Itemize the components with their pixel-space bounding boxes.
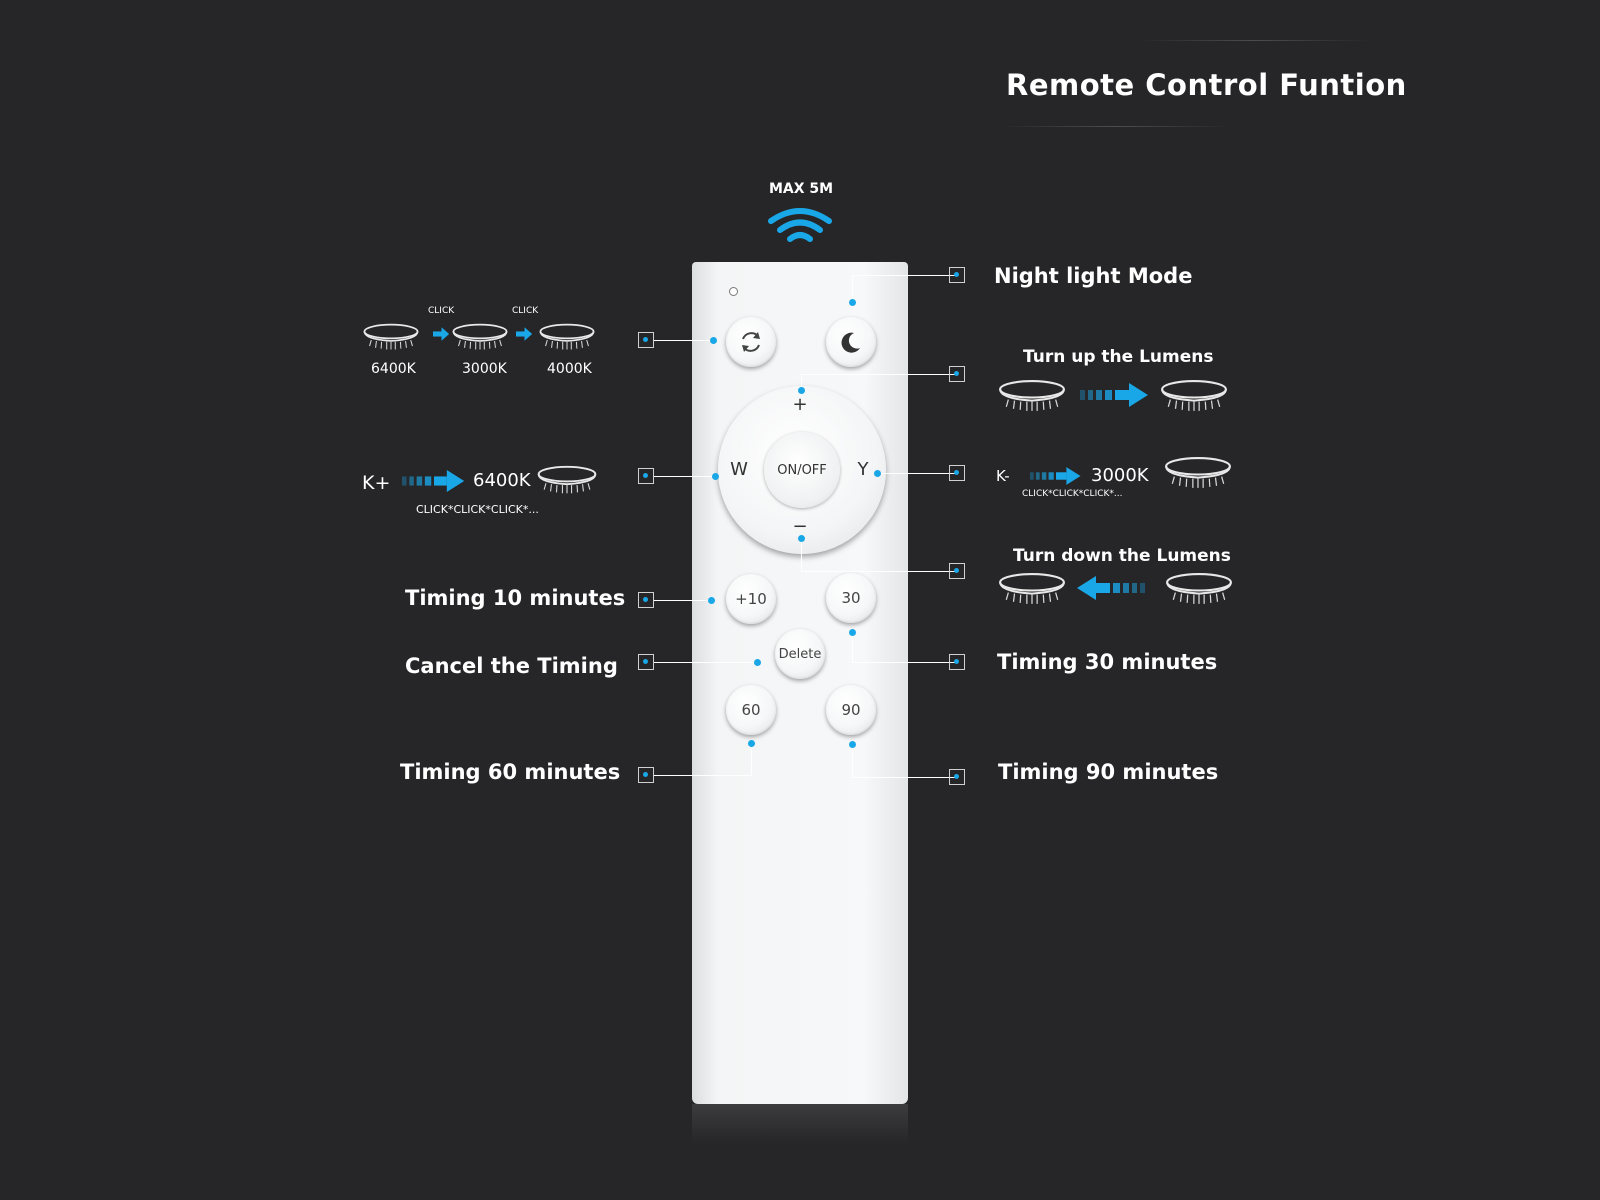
callout-marker xyxy=(638,767,654,783)
label-turn-down: Turn down the Lumens xyxy=(1013,546,1231,566)
label-timing-30: Timing 30 minutes xyxy=(997,650,1218,674)
callout-line xyxy=(654,775,752,776)
night-light-button[interactable] xyxy=(826,317,876,367)
callout-line xyxy=(654,662,758,663)
callout-dot xyxy=(708,597,715,604)
label-night-light: Night light Mode xyxy=(994,264,1193,288)
click-label: CLICK xyxy=(512,306,539,316)
callout-marker xyxy=(949,654,965,670)
label-timing-90: Timing 90 minutes xyxy=(998,760,1219,784)
label-turn-up: Turn up the Lumens xyxy=(1023,347,1214,367)
callout-marker xyxy=(638,654,654,670)
indicator-led xyxy=(729,287,738,296)
callout-line xyxy=(852,777,957,778)
k-minus-label: K- xyxy=(996,467,1010,485)
k-plus-clicks: CLICK*CLICK*CLICK*... xyxy=(416,503,539,516)
callout-marker xyxy=(949,465,965,481)
callout-marker xyxy=(949,769,965,785)
callout-dot xyxy=(712,473,719,480)
temp-label: 6400K xyxy=(371,361,416,377)
callout-marker xyxy=(949,563,965,579)
decorative-line xyxy=(1000,126,1230,127)
callout-dot xyxy=(798,387,805,394)
callout-line xyxy=(654,476,716,477)
arrow-right-icon xyxy=(516,327,533,341)
arrow-right-icon xyxy=(1080,382,1150,408)
callout-dot xyxy=(798,535,805,542)
ceiling-lamp-icon xyxy=(996,571,1068,608)
ceiling-lamp-icon xyxy=(1158,378,1230,415)
range-label: MAX 5M xyxy=(768,181,834,197)
ceiling-lamp-icon xyxy=(996,378,1068,415)
ceiling-lamp-icon xyxy=(1162,455,1234,492)
callout-line xyxy=(852,275,853,301)
remote-shadow xyxy=(692,1104,908,1144)
ceiling-lamp-icon xyxy=(450,322,510,353)
cycle-icon xyxy=(742,332,760,352)
ceiling-lamp-icon xyxy=(537,322,597,353)
arrow-right-icon xyxy=(402,469,466,493)
arrow-right-icon xyxy=(433,327,450,341)
k-minus-temp: 3000K xyxy=(1091,465,1149,486)
plus-button[interactable]: + xyxy=(792,394,808,415)
k-plus-label: K+ xyxy=(362,472,391,494)
temp-label: 3000K xyxy=(462,361,507,377)
callout-line xyxy=(654,340,714,341)
callout-line xyxy=(751,744,752,776)
timer-60-button[interactable]: 60 xyxy=(726,685,776,735)
ceiling-lamp-icon xyxy=(1163,571,1235,608)
callout-dot xyxy=(748,740,755,747)
callout-dot xyxy=(754,659,761,666)
click-label: CLICK xyxy=(428,306,455,316)
callout-line xyxy=(801,374,802,390)
cycle-button[interactable] xyxy=(726,317,776,367)
callout-line xyxy=(852,662,957,663)
callout-line xyxy=(801,374,957,375)
callout-marker xyxy=(949,267,965,283)
wifi-icon xyxy=(768,208,832,242)
arrow-left-icon xyxy=(1075,575,1145,601)
callout-line xyxy=(654,600,712,601)
k-plus-temp: 6400K xyxy=(473,470,531,491)
page-title: Remote Control Funtion xyxy=(1006,68,1407,102)
temp-label: 4000K xyxy=(547,361,592,377)
callout-dot xyxy=(849,299,856,306)
callout-marker xyxy=(638,592,654,608)
callout-marker xyxy=(638,468,654,484)
callout-line xyxy=(801,538,802,572)
on-off-button[interactable]: ON/OFF xyxy=(764,432,840,508)
timer-10-button[interactable]: +10 xyxy=(726,574,776,624)
warm-w-button[interactable]: W xyxy=(730,459,748,480)
callout-marker xyxy=(638,332,654,348)
callout-dot xyxy=(849,741,856,748)
callout-line xyxy=(878,473,957,474)
delete-button[interactable]: Delete xyxy=(775,629,825,679)
label-timing-60: Timing 60 minutes xyxy=(400,760,621,784)
callout-line xyxy=(852,745,853,778)
label-cancel-timing: Cancel the Timing xyxy=(405,654,618,678)
decorative-line xyxy=(1140,40,1370,41)
ceiling-lamp-icon xyxy=(535,464,599,497)
timer-30-button[interactable]: 30 xyxy=(826,573,876,623)
moon-icon xyxy=(841,332,860,353)
k-minus-clicks: CLICK*CLICK*CLICK*... xyxy=(1022,489,1123,499)
cool-y-button[interactable]: Y xyxy=(857,459,869,480)
callout-line xyxy=(801,571,957,572)
callout-line xyxy=(852,633,853,663)
callout-dot xyxy=(710,337,717,344)
callout-line xyxy=(852,275,957,276)
label-timing-10: Timing 10 minutes xyxy=(405,586,626,610)
arrow-right-icon xyxy=(1030,466,1082,486)
callout-dot xyxy=(849,629,856,636)
callout-marker xyxy=(949,366,965,382)
timer-90-button[interactable]: 90 xyxy=(826,685,876,735)
ceiling-lamp-icon xyxy=(361,322,421,353)
callout-dot xyxy=(874,470,881,477)
minus-button[interactable]: − xyxy=(792,516,808,537)
